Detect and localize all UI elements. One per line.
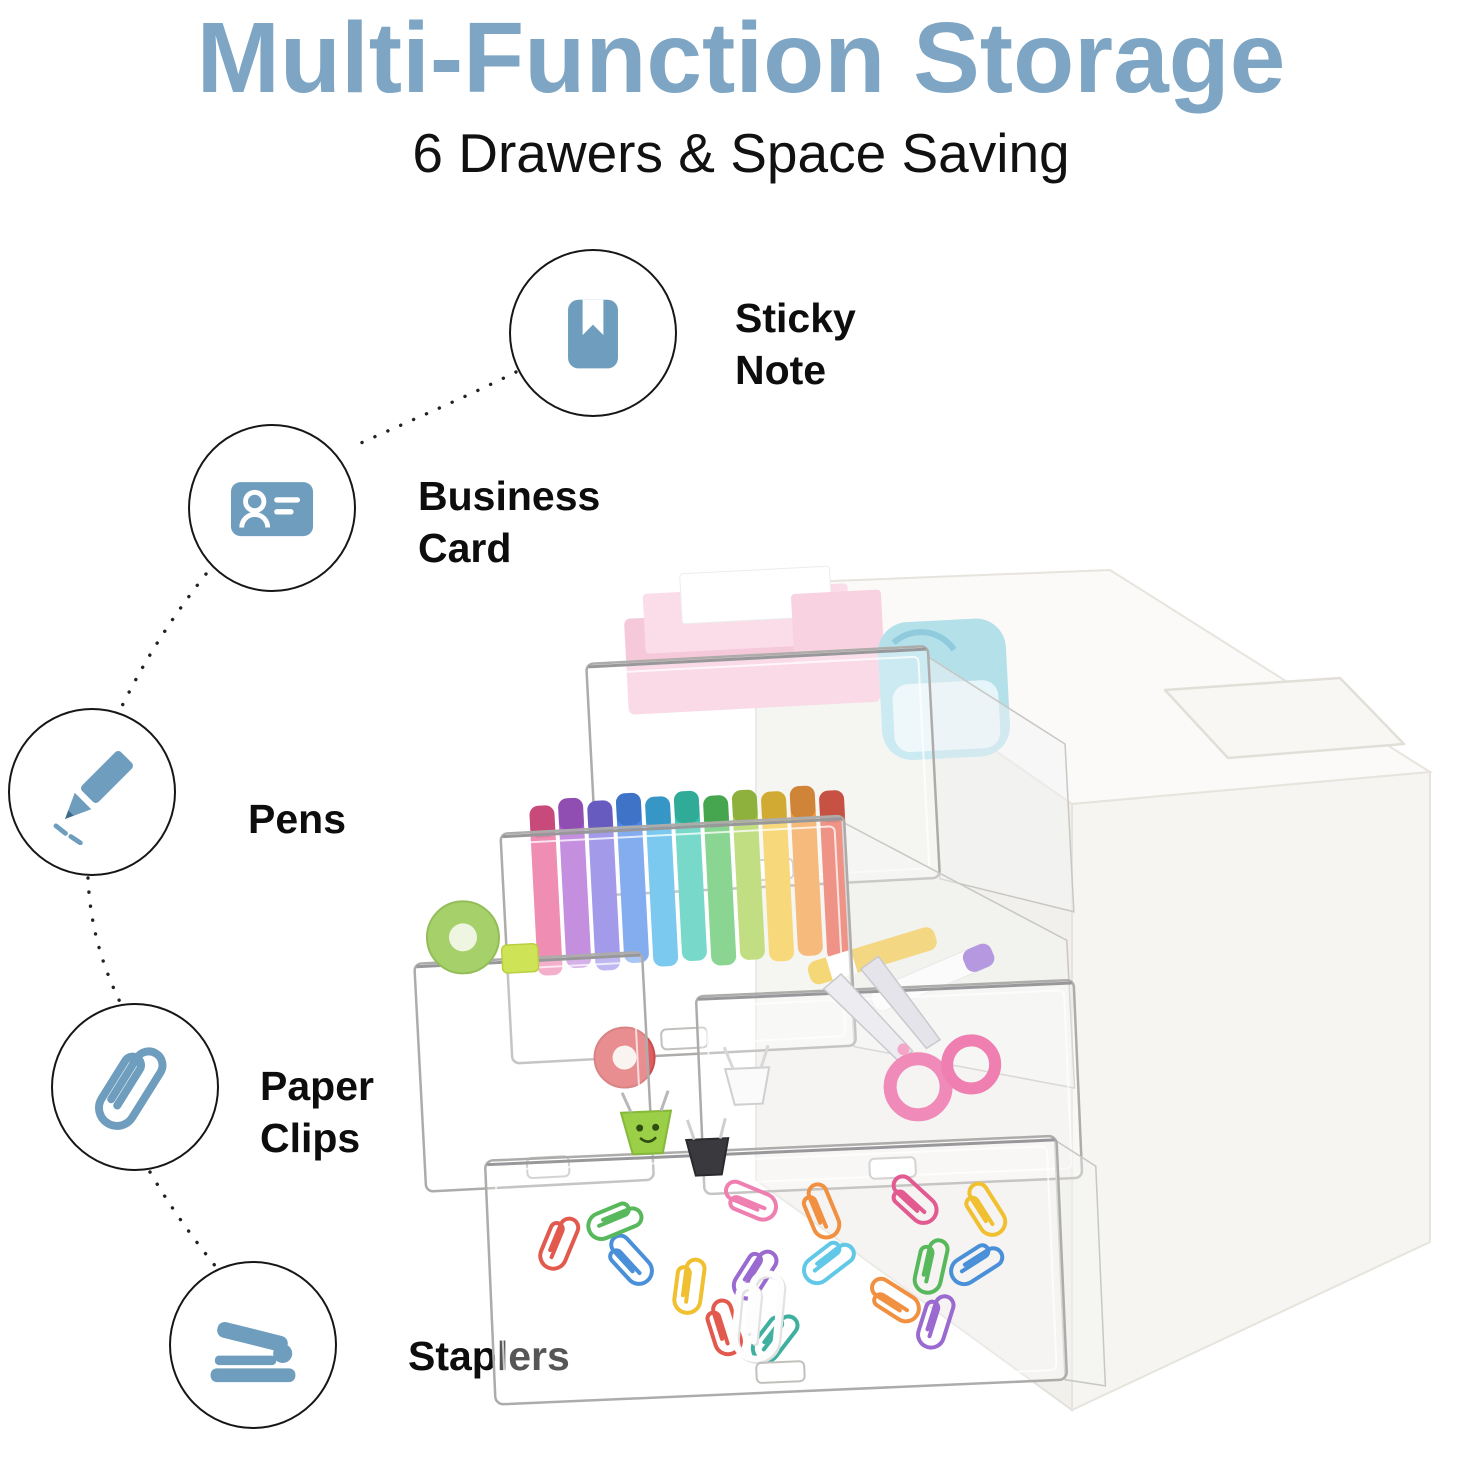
scissors bbox=[822, 955, 1002, 1122]
drawer-pull-tab bbox=[660, 1026, 709, 1051]
markers-group bbox=[529, 785, 853, 976]
paperclip-icon bbox=[51, 1003, 219, 1171]
box-top-groove bbox=[1163, 676, 1406, 760]
drawer-pull-tab bbox=[868, 1156, 917, 1180]
sticky-note-icon bbox=[509, 249, 677, 417]
washi-tape-red bbox=[593, 1026, 656, 1089]
binder-clip-black bbox=[684, 1117, 730, 1177]
connector-3 bbox=[86, 876, 122, 1004]
drawer-washi-tape bbox=[413, 900, 655, 1193]
binder-clip-white bbox=[722, 1044, 771, 1106]
page-subtitle: 6 Drawers & Space Saving bbox=[412, 122, 1070, 184]
washi-tape-green bbox=[425, 900, 500, 975]
feature-label: Staplers bbox=[408, 1333, 570, 1379]
stapler-icon bbox=[169, 1261, 337, 1429]
drawer-scissors bbox=[593, 955, 1084, 1196]
feature-label: Business Card bbox=[418, 473, 601, 572]
header: Multi-Function Storage 6 Drawers & Space… bbox=[0, 0, 1482, 185]
feature-label: Pens bbox=[248, 796, 346, 842]
connector-4 bbox=[148, 1170, 222, 1274]
binder-clip-green bbox=[619, 1090, 673, 1156]
storage-box-shell bbox=[752, 568, 1434, 1412]
drawer-sticky-notes bbox=[585, 565, 1075, 913]
pencil-icon bbox=[8, 708, 176, 876]
page-title: Multi-Function Storage bbox=[196, 2, 1286, 114]
tape-dispenser bbox=[878, 618, 1011, 760]
drawer-markers bbox=[499, 785, 1076, 1089]
drawer-pull-tab bbox=[745, 857, 795, 882]
connector-1 bbox=[348, 370, 518, 450]
feature-label: Sticky Note bbox=[735, 295, 856, 394]
drawer-pull-tab bbox=[525, 1155, 571, 1180]
connector-2 bbox=[120, 572, 208, 708]
drawer-pull-tab bbox=[755, 1360, 806, 1384]
feature-label: Paper Clips bbox=[260, 1063, 374, 1162]
business-card-icon bbox=[188, 424, 356, 592]
